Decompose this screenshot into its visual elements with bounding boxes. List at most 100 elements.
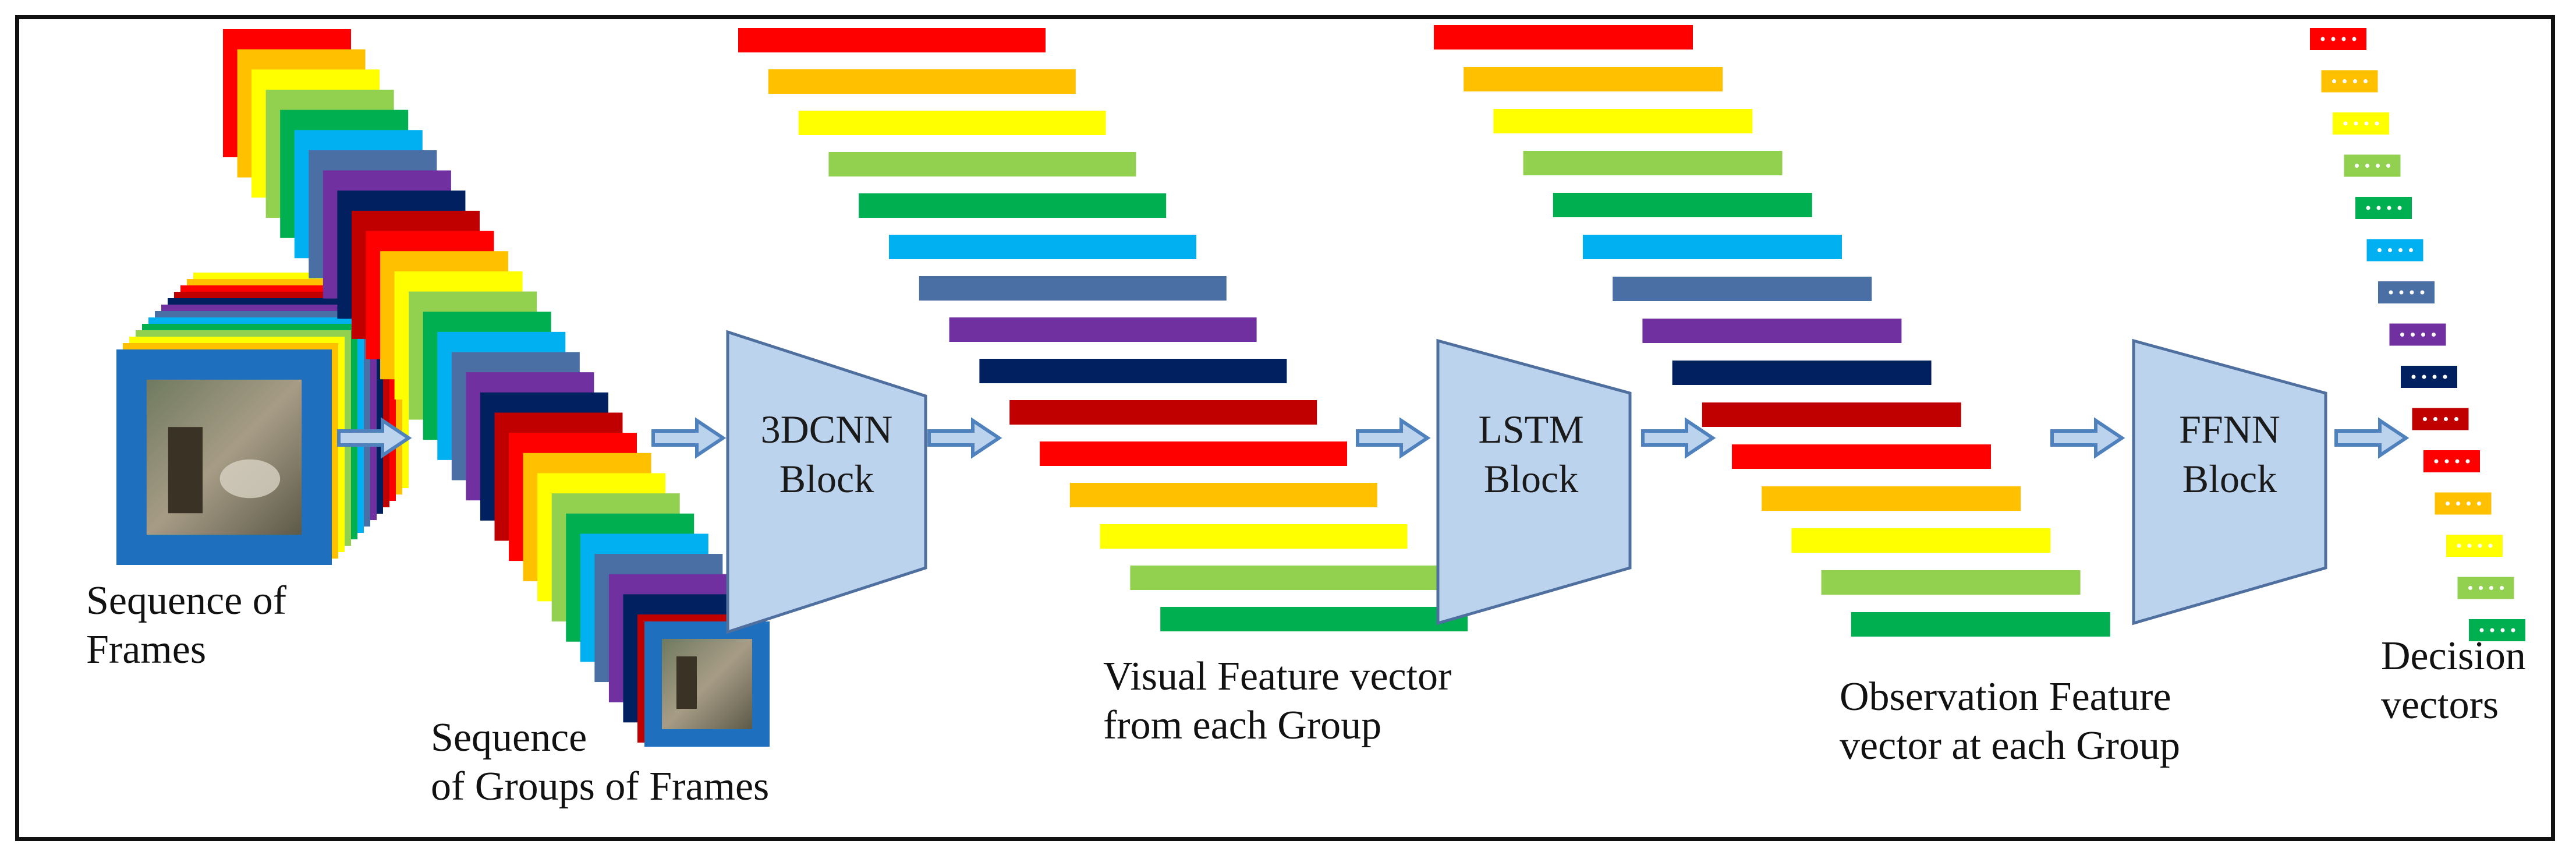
ellipsis-icon <box>2434 459 2439 464</box>
ellipsis-icon <box>2467 501 2471 506</box>
ellipsis-icon <box>2376 206 2381 210</box>
feature-vector-bar <box>1100 524 1408 549</box>
observation-feature-vectors <box>1434 25 2110 637</box>
flow-arrows <box>337 417 2410 459</box>
feature-vector-bar <box>1791 528 2051 553</box>
ellipsis-icon <box>2511 628 2515 633</box>
ellipsis-icon <box>2331 37 2336 41</box>
visual-feature-vectors <box>738 28 1468 631</box>
ellipsis-icon <box>2410 290 2414 295</box>
observation-feature-label: Observation Feature vector at each Group <box>1840 674 2180 768</box>
ffnn-block-subtitle: Block <box>2182 457 2277 501</box>
feature-vector-bar <box>1642 319 1902 343</box>
ellipsis-icon <box>2377 248 2382 252</box>
ellipsis-icon <box>2411 375 2416 379</box>
feature-vector-bar <box>1523 151 1783 175</box>
figure-border <box>15 15 2555 841</box>
right-arrow-icon <box>2050 417 2125 459</box>
feature-vector-bar <box>1613 277 1872 301</box>
decision-vector-bar <box>2366 239 2423 262</box>
photo-detail <box>676 656 697 709</box>
visual-feature-label: Visual Feature vector from each Group <box>1103 654 1452 748</box>
cnn-block-subtitle: Block <box>779 457 874 501</box>
ellipsis-icon <box>2421 333 2425 337</box>
feature-vector-bar <box>949 317 1257 342</box>
ellipsis-icon <box>2500 628 2505 633</box>
feature-vector-bar <box>738 28 1046 52</box>
decision-vector-bar <box>2412 408 2469 430</box>
ellipsis-icon <box>2488 543 2493 548</box>
ellipsis-icon <box>2489 586 2493 590</box>
feature-vector-bar <box>1672 361 1932 385</box>
ellipsis-icon <box>2478 543 2482 548</box>
feature-vector-bar <box>979 359 1287 383</box>
ellipsis-icon <box>2386 164 2390 168</box>
ellipsis-icon <box>2389 290 2393 295</box>
ellipsis-icon <box>2479 628 2484 633</box>
lstm-block-subtitle: Block <box>1484 457 1578 501</box>
feature-vector-bar <box>1464 67 1723 91</box>
feature-vector-bar <box>768 69 1076 94</box>
ellipsis-icon <box>2364 121 2369 126</box>
ellipsis-icon <box>2444 459 2449 464</box>
decision-vectors <box>2310 28 2525 641</box>
decision-vector-bar <box>2457 577 2514 599</box>
feature-vector-bar <box>798 111 1106 135</box>
cnn-block: 3DCNN Block <box>726 330 927 634</box>
sequence-of-frames-label: Sequence of Frames <box>86 578 287 672</box>
ellipsis-icon <box>2500 586 2504 590</box>
right-arrow-icon <box>927 417 1002 459</box>
feature-vector-bar <box>919 276 1227 301</box>
right-arrow-icon <box>651 417 727 459</box>
ellipsis-icon <box>2388 248 2392 252</box>
ellipsis-icon <box>2343 79 2347 83</box>
ellipsis-icon <box>2455 459 2460 464</box>
ellipsis-icon <box>2479 586 2483 590</box>
feature-vector-bar <box>1732 444 1991 469</box>
lstm-block-title: LSTM <box>1478 407 1583 451</box>
ellipsis-icon <box>2411 333 2415 337</box>
ellipsis-icon <box>2366 206 2371 210</box>
ellipsis-icon <box>2364 79 2368 83</box>
lstm-block: LSTM Block <box>1436 338 1632 626</box>
ellipsis-icon <box>2409 248 2413 252</box>
ellipsis-icon <box>2375 121 2379 126</box>
ellipsis-icon <box>2354 121 2358 126</box>
right-arrow-icon <box>337 417 412 459</box>
feature-vector-bar <box>1130 566 1438 590</box>
ellipsis-icon <box>2467 543 2472 548</box>
ellipsis-icon <box>2376 164 2380 168</box>
feature-vector-bar <box>1553 193 1812 217</box>
ellipsis-icon <box>2433 417 2437 421</box>
ellipsis-icon <box>2332 79 2336 83</box>
ellipsis-icon <box>2456 501 2460 506</box>
decision-vector-bar <box>2423 450 2480 472</box>
decision-vector-bar <box>2355 197 2412 219</box>
ellipsis-icon <box>2343 121 2348 126</box>
feature-vector-bar <box>1821 570 2081 595</box>
ellipsis-icon <box>2397 206 2402 210</box>
ellipsis-icon <box>2446 501 2450 506</box>
ellipsis-icon <box>2398 248 2403 252</box>
feature-vector-bar <box>859 193 1167 218</box>
feature-vector-bar <box>1009 400 1317 425</box>
right-arrow-icon <box>1641 417 1716 459</box>
ellipsis-icon <box>2490 628 2494 633</box>
decision-vector-bar <box>2321 70 2378 93</box>
feature-vector-bar <box>889 235 1196 259</box>
ellipsis-icon <box>2457 543 2461 548</box>
feature-vector-bar <box>828 152 1136 176</box>
feature-vector-bar <box>1583 235 1842 259</box>
decision-vector-bar <box>2333 112 2389 135</box>
feature-vector-bar <box>1069 483 1377 507</box>
decision-label: Decision vectors <box>2381 634 2526 727</box>
decision-vector-bar <box>2401 366 2457 388</box>
ffnn-block-title: FFNN <box>2179 407 2280 451</box>
decision-vector-bar <box>2310 28 2366 50</box>
ellipsis-icon <box>2432 333 2436 337</box>
ellipsis-icon <box>2387 206 2391 210</box>
sequence-of-groups-label: Sequence of Groups of Frames <box>431 715 770 809</box>
ellipsis-icon <box>2341 37 2346 41</box>
decision-vector-bar <box>2389 323 2446 346</box>
